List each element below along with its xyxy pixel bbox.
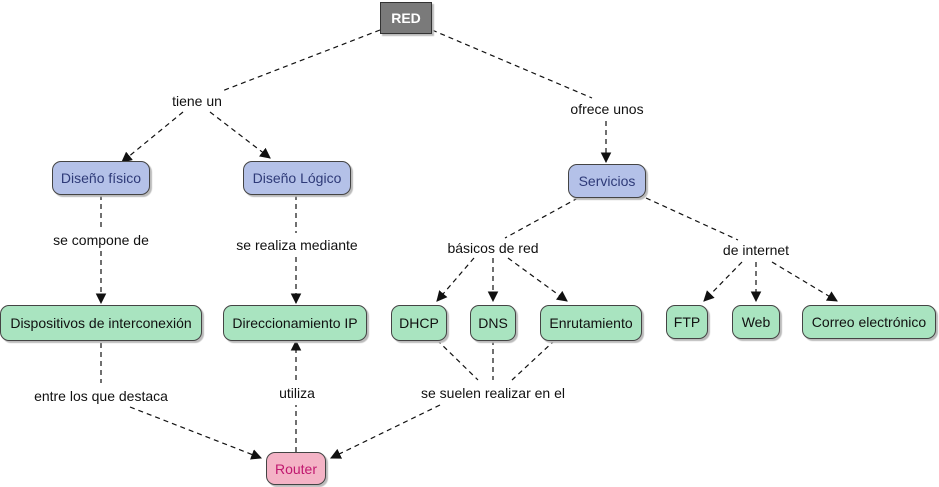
node-servicios[interactable]: Servicios: [568, 164, 646, 198]
link-ofrece-unos: ofrece unos: [568, 101, 646, 117]
node-router[interactable]: Router: [266, 452, 326, 485]
link-se-suelen-realizar: se suelen realizar en el: [419, 385, 567, 401]
node-correo[interactable]: Correo electrónico: [802, 305, 936, 339]
link-tiene-un: tiene un: [170, 93, 224, 109]
node-ftp[interactable]: FTP: [666, 305, 708, 339]
node-dispositivos[interactable]: Dispositivos de interconexión: [0, 305, 202, 341]
node-dns[interactable]: DNS: [470, 305, 516, 341]
link-utiliza: utiliza: [277, 385, 317, 401]
node-direccionamiento[interactable]: Direccionamiento IP: [223, 305, 367, 341]
node-red[interactable]: RED: [380, 2, 432, 34]
node-diseno-logico[interactable]: Diseño Lógico: [243, 161, 351, 195]
link-se-compone-de: se compone de: [51, 232, 151, 248]
node-diseno-fisico[interactable]: Diseño físico: [52, 161, 150, 195]
node-web[interactable]: Web: [732, 305, 780, 339]
link-basicos-de-red: básicos de red: [445, 240, 541, 256]
link-de-internet: de internet: [720, 242, 792, 258]
node-dhcp[interactable]: DHCP: [391, 305, 447, 341]
node-enrutamiento[interactable]: Enrutamiento: [540, 305, 642, 341]
link-se-realiza-mediante: se realiza mediante: [234, 237, 360, 253]
link-entre-los-que-destaca: entre los que destaca: [32, 388, 170, 404]
